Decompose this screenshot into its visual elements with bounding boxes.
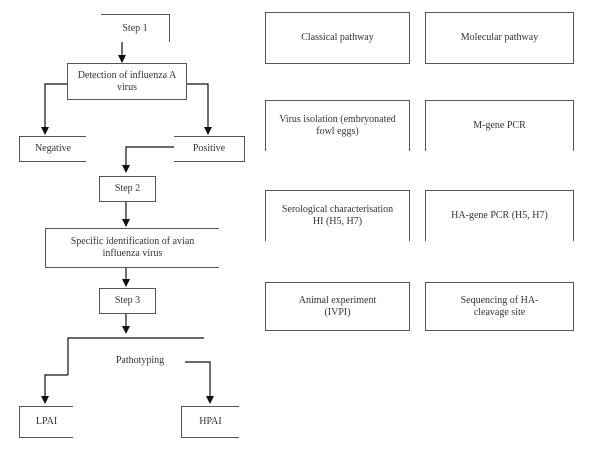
molecular-header-label: Molecular pathway [460, 32, 539, 43]
lpai-box: LPAI [19, 406, 73, 438]
molecular-step-2: HA-gene PCR (H5, H7) [425, 190, 574, 241]
pathotyping-bracket [67, 337, 204, 375]
molecular-step-3: Sequencing of HA-cleavage site [425, 282, 574, 331]
step2-label: Step 2 [114, 183, 141, 194]
specific-label: Specific identification of avian influen… [70, 236, 195, 259]
arrow-detection-to-positive [186, 83, 212, 135]
step1-label: Step 1 [122, 22, 148, 34]
step3-label: Step 3 [114, 295, 141, 306]
molecular-step-2-label: HA-gene PCR (H5, H7) [451, 210, 548, 221]
classical-step-1: Virus isolation (embryonated fowl eggs) [265, 100, 410, 151]
classical-step-2-label: Serological characterisation HI (H5, H7) [281, 204, 394, 227]
classical-step-3-label: Animal experiment (IVPI) [298, 294, 377, 318]
classical-step-3: Animal experiment (IVPI) [265, 282, 410, 331]
pathotyping-label: Pathotyping [115, 355, 165, 366]
negative-box: Negative [19, 136, 86, 162]
positive-box: Positive [174, 136, 245, 162]
molecular-pathway-header: Molecular pathway [425, 12, 574, 64]
classical-pathway-header: Classical pathway [265, 12, 410, 64]
positive-label: Positive [192, 143, 226, 154]
arrow-to-hpai [185, 361, 214, 404]
hpai-label: HPAI [199, 416, 222, 427]
lpai-label: LPAI [35, 416, 58, 427]
arrow-positive-to-step2 [122, 146, 175, 173]
molecular-step-1-label: M-gene PCR [473, 120, 526, 131]
arrow-detection-to-negative [41, 83, 67, 135]
specific-box: Specific identification of avian influen… [45, 228, 219, 268]
classical-header-label: Classical pathway [301, 32, 374, 43]
molecular-step-3-label: Sequencing of HA-cleavage site [460, 294, 539, 318]
arrow-to-lpai [41, 374, 68, 404]
step2-box: Step 2 [99, 176, 156, 202]
classical-step-1-label: Virus isolation (embryonated fowl eggs) [279, 114, 396, 137]
detection-box: Detection of influenza A virus [67, 63, 187, 100]
hpai-box: HPAI [181, 406, 239, 438]
negative-label: Negative [34, 143, 72, 154]
step1-box: Step 1 [101, 14, 170, 42]
molecular-step-1: M-gene PCR [425, 100, 574, 151]
detection-label: Detection of influenza A virus [77, 69, 177, 93]
step3-box: Step 3 [99, 288, 156, 314]
classical-step-2: Serological characterisation HI (H5, H7) [265, 190, 410, 241]
